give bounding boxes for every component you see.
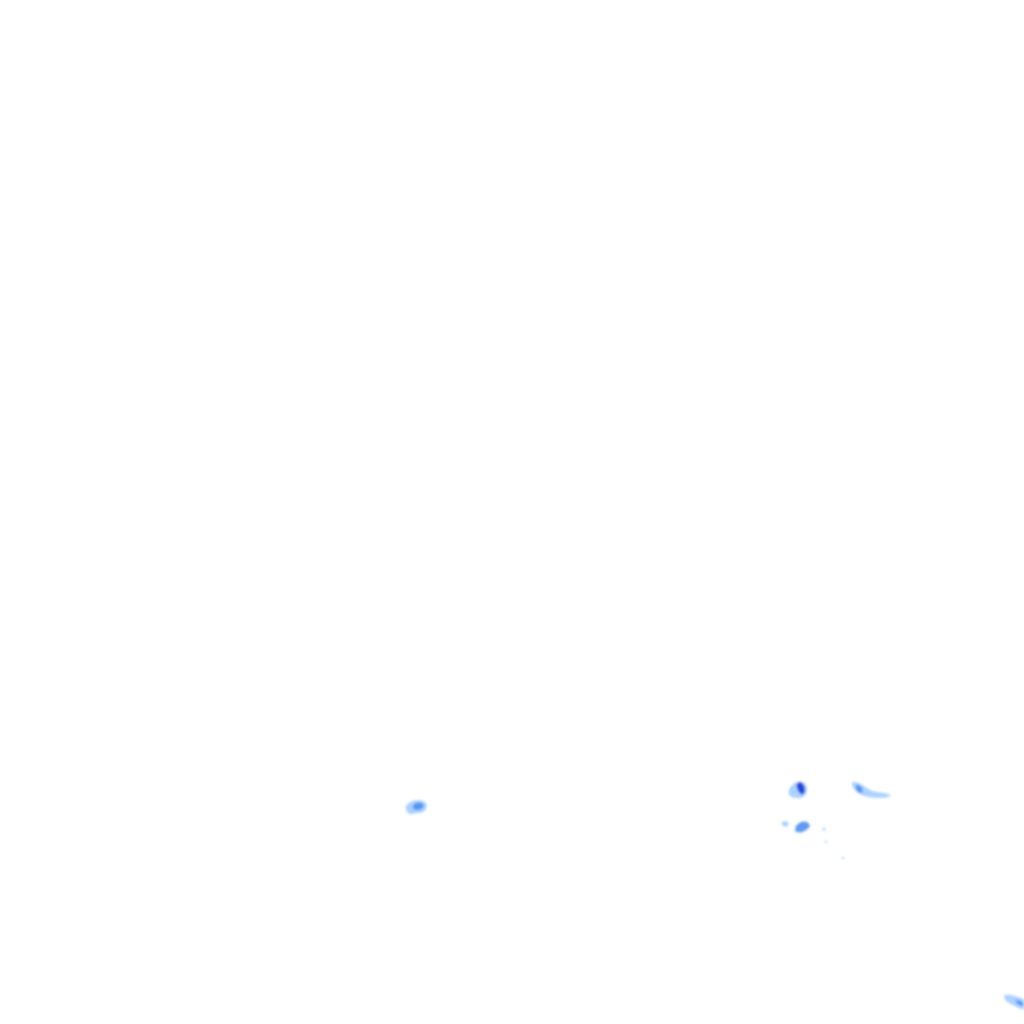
radar-echo [841, 856, 845, 860]
radar-echo-cluster-southeast [1004, 994, 1024, 1010]
radar-echo [824, 840, 828, 844]
radar-echo [796, 782, 805, 795]
radar-echo-cluster-east [781, 781, 891, 860]
radar-echo [781, 821, 789, 827]
radar-echo [851, 781, 891, 798]
radar-echo [795, 821, 810, 833]
radar-echo [822, 827, 826, 831]
radar-echo [855, 784, 863, 793]
radar-echo [1016, 1000, 1024, 1006]
radar-echo [1004, 994, 1024, 1010]
radar-echo [413, 802, 424, 810]
radar-echo-cluster-west [405, 800, 427, 815]
